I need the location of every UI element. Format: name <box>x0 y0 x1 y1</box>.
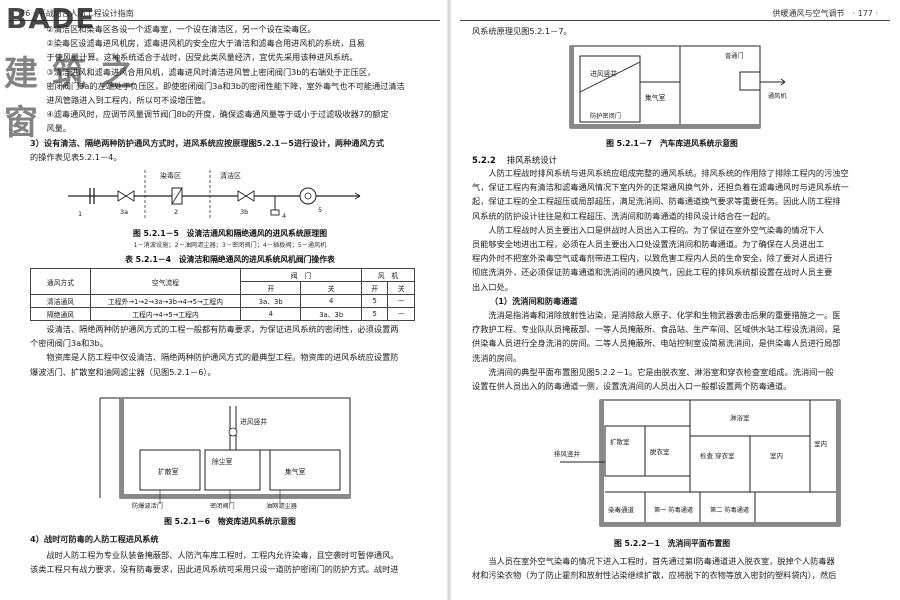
figure-5-2-1-5-diagram: 染毒区 清洁区 1 3a 2 3b 4 5 <box>68 170 361 220</box>
th-fan: 风 机 <box>360 268 416 282</box>
label-ordinary-door: 普通门 <box>725 52 744 60</box>
label-diffuser-room: 扩散室 <box>158 467 179 476</box>
section-number: 5.2.2 <box>472 155 496 165</box>
item-3-heading: 3）设有清洁、隔绝两种防护通风方式时，进风系统应按原理图5.2.1－5进行设计，… <box>30 138 385 148</box>
label-clean-zone: 清洁区 <box>220 171 241 180</box>
figure-5-2-1-6-caption: 图 5.2.1－6 物资库进风系统示意图 <box>164 517 296 526</box>
airtight-valve-3b-symbol <box>237 190 255 202</box>
section-title: 排风系统设计 <box>506 155 558 165</box>
label-contaminated-passage: 染毒通道 <box>608 505 635 514</box>
figure-5-2-2-1-caption: 图 5.2.2－1 洗消间平面布置图 <box>613 539 731 548</box>
th-mode: 通风方式 <box>30 268 91 295</box>
watermark-logo: BADE 建筑之窗 <box>2 2 192 143</box>
svg-text:3a: 3a <box>120 208 128 216</box>
subsection-1-heading: （1）洗消间和防毒通道 <box>490 296 578 306</box>
label-oil-filter: 油网滤尘器 <box>266 502 298 510</box>
label-diffuser-room-8: 扩散室 <box>610 437 630 446</box>
exhaust-system-paragraphs: 人防工程战时排风系统与进风系统应组成完整的通风系统。排风系统的作用除了排除工程内… <box>472 168 849 292</box>
th-fan-open: 开 <box>360 281 389 295</box>
right-page-header: 供暖通风与空气调节 · 177 · <box>772 9 878 18</box>
th-valve-open: 开 <box>239 281 302 295</box>
label-infected-zone: 染毒区 <box>160 171 181 180</box>
table-row: 隔绝通风 工程内→4→5→工程内 4 3a、3b 5 — <box>30 307 415 321</box>
th-flow: 空气流程 <box>90 268 241 295</box>
item-3-continued: 的操作表见表5.2.1－4。 <box>30 152 122 162</box>
label-check-room: 检查 穿衣室 <box>700 451 735 460</box>
th-valve-close: 关 <box>300 281 362 295</box>
label-second-gas-passage: 第二 防毒通道 <box>710 506 749 514</box>
tail-paragraph: 当人员在室外空气染毒的情况下进入工程时，首先通过第Ⅰ防毒通道进入脱衣室，脱掉个人… <box>472 556 837 581</box>
watermark-chinese: 建筑之窗 <box>4 54 148 143</box>
svg-text:2: 2 <box>174 208 178 216</box>
svg-text:5: 5 <box>318 206 322 214</box>
label-protective-door: 防护密闭门 <box>590 112 621 120</box>
figure-5-2-1-7-diagram: 进风竖井 集气室 普通门 防护密闭门 通风机 <box>569 45 787 129</box>
label-indoor-upper: 室内 <box>770 451 783 460</box>
label-fan-7: 通风机 <box>768 92 787 100</box>
label-undress-room: 脱衣室 <box>650 447 670 456</box>
th-valve: 阀 门 <box>240 268 362 282</box>
book-gutter <box>446 0 452 600</box>
item-4-heading: 4）战时可防毒的人防工程进风系统 <box>30 534 159 544</box>
label-indoor-right: 室内 <box>814 439 827 448</box>
insert-plate-valve-symbol <box>270 209 280 216</box>
svg-text:3b: 3b <box>240 208 248 216</box>
label-shower-room: 淋浴室 <box>730 413 750 422</box>
label-blast-valve: 防爆波活门 <box>132 502 163 510</box>
figure-5-2-2-1-diagram: 排风竖井 扩散室 脱衣室 淋浴室 检查 穿衣室 室内 室内 染毒通道 第一 防毒… <box>554 399 841 527</box>
figure-5-2-1-5-legend: 1－消波设施；2－油网滤尘器；3－密闭阀门；4－插板阀；5－通风机 <box>133 242 327 249</box>
intro-paragraph: ②清洁区和染毒区各设一个滤毒室，一个设在清洁区，另一个设在染毒区。 ②染毒区设滤… <box>30 24 405 134</box>
right-intro: 风系统原理见图5.2.1－7。 <box>472 26 572 36</box>
label-intake-shaft-7: 进风竖井 <box>590 69 617 78</box>
th-fan-close: 关 <box>387 281 415 295</box>
left-page-header: 76 · 平战结合人防工程设计指南 <box>20 9 134 18</box>
table-row: 清洁通风 工程外→1→2→3a→3b→4→5→工程内 3a、3b 4 5 — <box>30 294 415 308</box>
watermark-latin: BADE <box>6 2 96 35</box>
figure-5-2-1-7-caption: 图 5.2.1－7 汽车库进风系统示意图 <box>606 139 738 148</box>
label-fan-room: 集气室 <box>285 467 306 476</box>
svg-text:4: 4 <box>282 212 286 220</box>
right-page: 供暖通风与空气调节 · 177 · 风系统原理见图5.2.1－7。 进风竖井 集… <box>450 0 900 600</box>
label-airtight-valve: 密闭阀门 <box>210 502 235 510</box>
figure-5-2-1-6-diagram: 进风竖井 扩散室 除尘室 集气室 防爆波活门 密闭阀门 油网滤尘器 <box>99 397 351 510</box>
left-page: 76 · 平战结合人防工程设计指南 BADE 建筑之窗 ②清洁区和染毒区各设一个… <box>0 0 448 600</box>
decontamination-paragraphs: 洗消是指消毒和消除放射性沾染，是消除敌人原子、化学和生物武器袭击后果的重要措施之… <box>472 310 841 392</box>
paragraph-c: 战时人防工程为专业队装备掩蔽部、人防汽车库工程时，工程内允许染毒，且空袭时可暂停… <box>30 550 399 575</box>
label-fan-room-7: 集气室 <box>645 93 666 102</box>
ventilation-operation-table: 通风方式 空气流程 阀 门 风 机 开 关 开 关 清洁通风 工程外→1→2→3… <box>30 268 416 321</box>
label-intake-shaft: 进风竖井 <box>240 417 267 426</box>
label-exhaust-shaft: 排风竖井 <box>554 449 581 458</box>
left-header-rule <box>10 20 440 21</box>
right-header-rule <box>460 20 890 21</box>
airtight-valve-3a-symbol <box>117 190 135 202</box>
label-dust-room: 除尘室 <box>212 457 233 466</box>
figure-5-2-1-5-caption: 图 5.2.1－5 设清洁通风和隔绝通风的进风系统原理图 <box>132 229 328 238</box>
paragraph-a: 设清洁、隔绝两种防护通风方式的工程一般都有防毒要求，为保证进风系统的密闭性，必须… <box>30 324 399 377</box>
section-5-2-2-heading: 5.2.2 排风系统设计 <box>472 154 557 166</box>
fan-symbol <box>299 187 317 205</box>
table-5-2-1-4-caption: 表 5.2.1－4 设清洁和隔绝通风的进风系统风机阀门操作表 <box>125 255 335 264</box>
label-first-gas-passage: 第一 防毒通道 <box>654 506 693 514</box>
svg-text:1: 1 <box>78 210 82 218</box>
